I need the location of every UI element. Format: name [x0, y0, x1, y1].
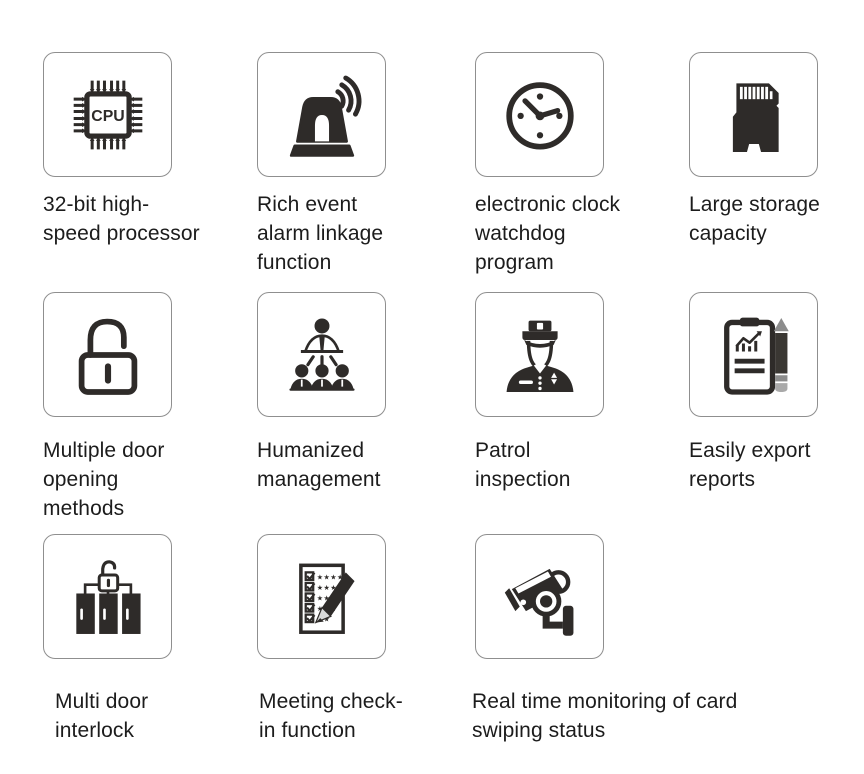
feature-item-door-opening: Multiple door opening methods [43, 292, 259, 523]
sd-card-icon [732, 82, 779, 152]
org-chart-icon [288, 317, 355, 391]
svg-text:CPU: CPU [91, 108, 124, 125]
icon-tile [689, 292, 818, 417]
icon-tile [43, 534, 172, 659]
svg-text:★★★★★: ★★★★★ [316, 572, 350, 581]
feature-item-patrol: Patrol inspection [475, 292, 691, 494]
feature-label: Easily export reports [689, 439, 811, 491]
feature-label: electronic clock watchdog program [475, 193, 621, 274]
icon-tile [43, 292, 172, 417]
icon-tile: CPU [43, 52, 172, 177]
feature-label: Large storage capacity [689, 193, 820, 245]
multi-door-lock-icon [75, 559, 141, 634]
feature-item-monitoring: Real time monitoring of card swiping sta… [472, 534, 737, 745]
svg-text:★★★★★: ★★★★★ [316, 582, 350, 591]
feature-label: 32-bit high- speed processor [43, 193, 200, 245]
feature-item-clock: electronic clock watchdog program [475, 52, 691, 277]
clock-icon [505, 81, 574, 150]
cctv-camera-icon [504, 568, 573, 636]
icon-tile [257, 52, 386, 177]
cpu-chip-icon: CPU [73, 80, 142, 149]
report-clipboard-icon [723, 317, 789, 395]
feature-label: Multiple door opening methods [43, 439, 165, 520]
padlock-open-icon [78, 318, 137, 395]
feature-item-alarm: Rich event alarm linkage function [257, 52, 473, 277]
feature-label: Meeting check- in function [259, 690, 403, 742]
feature-item-storage: Large storage capacity [689, 52, 864, 248]
feature-item-management: Humanized management [257, 292, 473, 494]
feature-item-interlock: Multi door interlock [43, 534, 259, 745]
feature-item-reports: Easily export reports [689, 292, 864, 494]
icon-tile [257, 292, 386, 417]
icon-tile [475, 52, 604, 177]
feature-label: Patrol inspection [475, 439, 571, 491]
feature-item-processor: CPU 32-bit high- speed processor [43, 52, 259, 248]
icon-tile [475, 292, 604, 417]
feature-label: Rich event alarm linkage function [257, 193, 384, 274]
checklist-pencil-icon: ★★★★★ ★★★★★ ★★★★ ★★★ ★★ [298, 563, 355, 634]
icon-tile [689, 52, 818, 177]
alarm-siren-icon [289, 75, 361, 157]
feature-label: Multi door interlock [55, 690, 149, 742]
icon-tile [475, 534, 604, 659]
icon-tile: ★★★★★ ★★★★★ ★★★★ ★★★ ★★ [257, 534, 386, 659]
feature-item-checkin: ★★★★★ ★★★★★ ★★★★ ★★★ ★★ [257, 534, 473, 745]
police-officer-icon [506, 320, 573, 392]
feature-label: Real time monitoring of card swiping sta… [472, 690, 738, 742]
feature-label: Humanized management [257, 439, 381, 491]
